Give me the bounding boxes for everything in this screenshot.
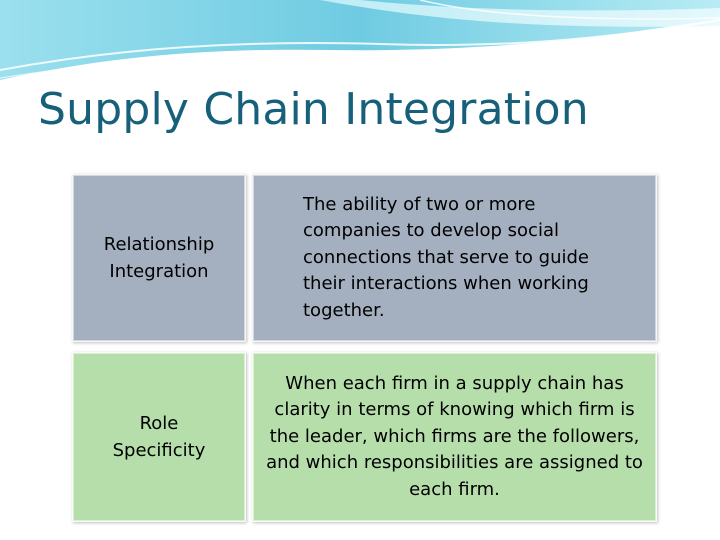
row-description: The ability of two or more companies to … bbox=[303, 193, 589, 321]
row-role-specificity-label-box: Role Specificity bbox=[72, 352, 246, 522]
row-relationship-integration-description-box: The ability of two or more companies to … bbox=[252, 174, 657, 342]
header-wave-decoration bbox=[0, 0, 720, 80]
slide-title: Supply Chain Integration bbox=[38, 84, 589, 135]
row-relationship-integration-label-box: Relationship Integration bbox=[72, 174, 246, 342]
row-role-specificity-description-box: When each firm in a supply chain has cla… bbox=[252, 352, 657, 522]
row-label: Role Specificity bbox=[112, 413, 206, 461]
row-description: When each firm in a supply chain has cla… bbox=[266, 372, 643, 500]
row-label: Relationship Integration bbox=[103, 234, 215, 282]
